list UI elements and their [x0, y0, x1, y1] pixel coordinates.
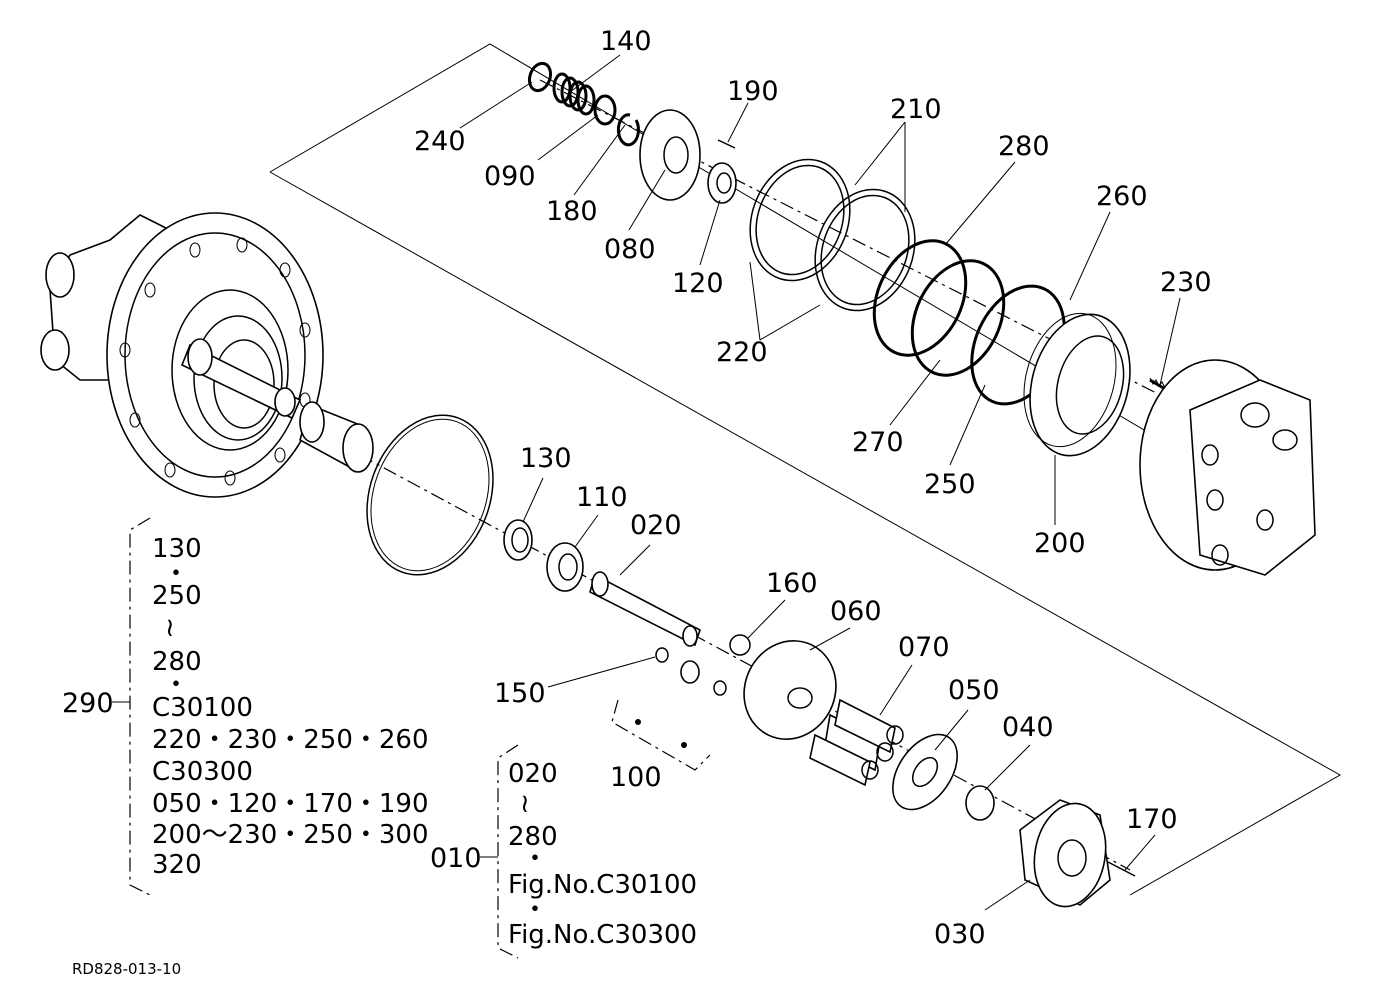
group-010-list: 010 020 ≀ 280 ・ Fig.No.C30100 ・ Fig.No.C…: [430, 744, 697, 959]
part-090-washer: [593, 94, 617, 126]
label-040: 040: [1002, 712, 1054, 743]
group-290-line: 320: [152, 850, 202, 880]
group-290-line: 200～230・250・300: [152, 820, 429, 850]
part-labels: 140 190 210 280 260 240 090 180 080 120 …: [414, 26, 1212, 950]
part-130-oil-seal: [503, 519, 533, 561]
label-170: 170: [1126, 804, 1178, 835]
group-290-line: ≀: [165, 613, 175, 643]
group-290-line: 250: [152, 581, 202, 611]
group-010-line: Fig.No.C30300: [508, 920, 697, 950]
group-010-line: 280: [508, 822, 558, 852]
drawing-reference-code: RD828-013-10: [72, 960, 181, 978]
label-180: 180: [546, 196, 598, 227]
part-270-o-ring: [910, 259, 1006, 377]
label-270: 270: [852, 427, 904, 458]
part-050-retainer-plate: [892, 733, 958, 811]
label-060: 060: [830, 596, 882, 627]
part-160-ball: [729, 634, 751, 656]
label-280: 280: [998, 131, 1050, 162]
part-020-shaft: [589, 571, 701, 647]
part-120-bearing: [707, 162, 737, 204]
part-240-ring: [527, 61, 553, 93]
group-290-line: C30100: [152, 693, 253, 723]
group-290-line: 280: [152, 647, 202, 677]
label-230: 230: [1160, 267, 1212, 298]
part-030-cylinder-block: [1019, 799, 1111, 908]
part-170-pin: [1107, 861, 1136, 877]
o-ring-large-inner: [370, 418, 490, 572]
label-200: 200: [1034, 528, 1086, 559]
label-120: 120: [672, 268, 724, 299]
exploded-outline-frame: [269, 43, 1342, 896]
part-080-plate: [639, 109, 701, 201]
label-050: 050: [948, 675, 1000, 706]
group-010-line: 020: [508, 759, 558, 789]
label-110: 110: [576, 482, 628, 513]
group-290-line: 220・230・250・260: [152, 725, 429, 755]
group-010-label: 010: [430, 843, 482, 874]
group-290-line: ・: [163, 670, 189, 700]
group-290-line: C30300: [152, 757, 253, 787]
label-150: 150: [494, 678, 546, 709]
part-190-pin: [717, 139, 736, 149]
group-290-line: ・: [163, 559, 189, 589]
group-290-line: 130: [152, 534, 202, 564]
group-010-line: ・: [522, 844, 548, 874]
part-220-friction-plates: [749, 158, 916, 312]
o-ring-large: [366, 414, 494, 576]
part-150-plug-and-pins: [611, 647, 727, 771]
part-070-pistons: [809, 698, 904, 787]
label-080: 080: [604, 234, 656, 265]
valve-cover: [1139, 359, 1316, 576]
label-020: 020: [630, 510, 682, 541]
label-190: 190: [727, 76, 779, 107]
center-axis: [359, 79, 1171, 871]
label-220: 220: [716, 337, 768, 368]
part-180-snap-ring: [616, 113, 640, 147]
part-260-piston: [1023, 312, 1131, 457]
label-140: 140: [600, 26, 652, 57]
group-290-line: 050・120・170・190: [152, 789, 429, 819]
motor-housing: [40, 212, 324, 498]
label-210: 210: [890, 94, 942, 125]
label-130: 130: [520, 443, 572, 474]
label-260: 260: [1096, 181, 1148, 212]
part-110-bearing: [546, 542, 584, 592]
label-070: 070: [898, 632, 950, 663]
label-250: 250: [924, 469, 976, 500]
part-060-swash-plate: [743, 640, 837, 740]
spline-coupling: [299, 401, 374, 473]
part-040-bushing: [965, 785, 995, 821]
group-010-line: ・: [522, 895, 548, 925]
label-090: 090: [484, 161, 536, 192]
label-030: 030: [934, 919, 986, 950]
label-240: 240: [414, 126, 466, 157]
part-140-spring: [552, 72, 596, 116]
group-290-label: 290: [62, 688, 114, 719]
output-spline-shaft: [180, 338, 302, 420]
label-100: 100: [610, 762, 662, 793]
part-280-o-ring: [872, 239, 968, 357]
leader-lines: [459, 54, 1181, 911]
group-010-line: Fig.No.C30100: [508, 870, 697, 900]
group-290-list: 290 130 ・ 250 ≀ 280 ・ C30100 220・230・250…: [62, 517, 429, 896]
group-010-line: ≀: [520, 789, 530, 819]
label-160: 160: [766, 568, 818, 599]
